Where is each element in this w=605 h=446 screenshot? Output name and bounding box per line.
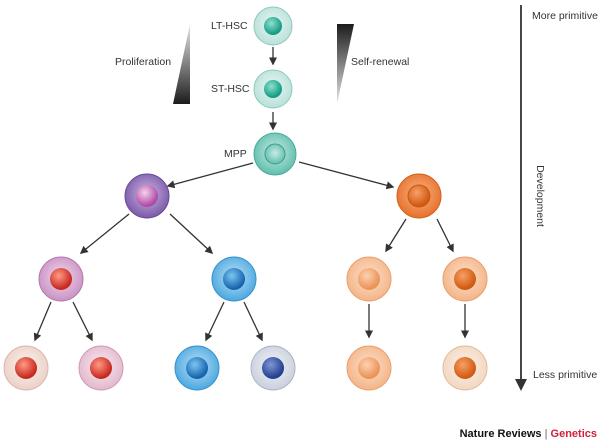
more-primitive-label: More primitive — [532, 10, 598, 22]
cell-orange-progenitor-2 — [442, 256, 488, 302]
cell-lt-hsc — [253, 6, 293, 46]
cell-purple-progenitor — [124, 173, 170, 219]
self-renewal-gradient-wedge — [337, 24, 354, 104]
journal-name: Nature Reviews — [459, 428, 542, 440]
arrow-blue-to-darkblue — [243, 301, 263, 342]
cell-peach-mature — [346, 345, 392, 391]
st-hsc-label: ST-HSC — [211, 83, 250, 95]
development-label: Development — [534, 165, 546, 227]
cell-st-hsc — [253, 69, 293, 109]
self-renewal-label: Self-renewal — [351, 56, 410, 68]
lt-hsc-label: LT-HSC — [211, 20, 248, 32]
arrow-purple-to-blue — [169, 213, 214, 255]
cell-orange-mature — [442, 345, 488, 391]
cell-red-mature-1 — [3, 345, 49, 391]
mpp-label: MPP — [224, 148, 247, 160]
journal-section: Genetics — [550, 428, 597, 440]
cell-blue-progenitor — [211, 256, 257, 302]
proliferation-gradient-wedge — [173, 24, 190, 104]
credit-separator: | — [544, 428, 548, 440]
cell-peach-progenitor — [346, 256, 392, 302]
arrow-blue-to-blue3 — [205, 301, 225, 342]
lineage-arrows — [33, 47, 469, 342]
arrow-orange-to-peach — [385, 218, 407, 253]
cell-red-mature-2 — [78, 345, 124, 391]
cell-pink-progenitor — [38, 256, 84, 302]
arrow-purple-to-pink — [79, 213, 130, 254]
less-primitive-label: Less primitive — [533, 369, 598, 381]
arrow-pink-to-red2 — [72, 301, 93, 342]
arrow-orange-to-orange2 — [436, 218, 454, 253]
arrow-mpp-to-purple — [166, 162, 254, 189]
proliferation-label: Proliferation — [115, 56, 172, 68]
cell-mpp — [253, 132, 297, 176]
cell-orange-progenitor — [396, 173, 442, 219]
cell-darkblue-mature — [250, 345, 296, 391]
arrow-mpp-to-orange — [298, 161, 395, 190]
journal-credit: Nature Reviews | Genetics — [460, 428, 597, 440]
arrow-pink-to-red1 — [33, 301, 52, 342]
cell-blue-mature — [174, 345, 220, 391]
